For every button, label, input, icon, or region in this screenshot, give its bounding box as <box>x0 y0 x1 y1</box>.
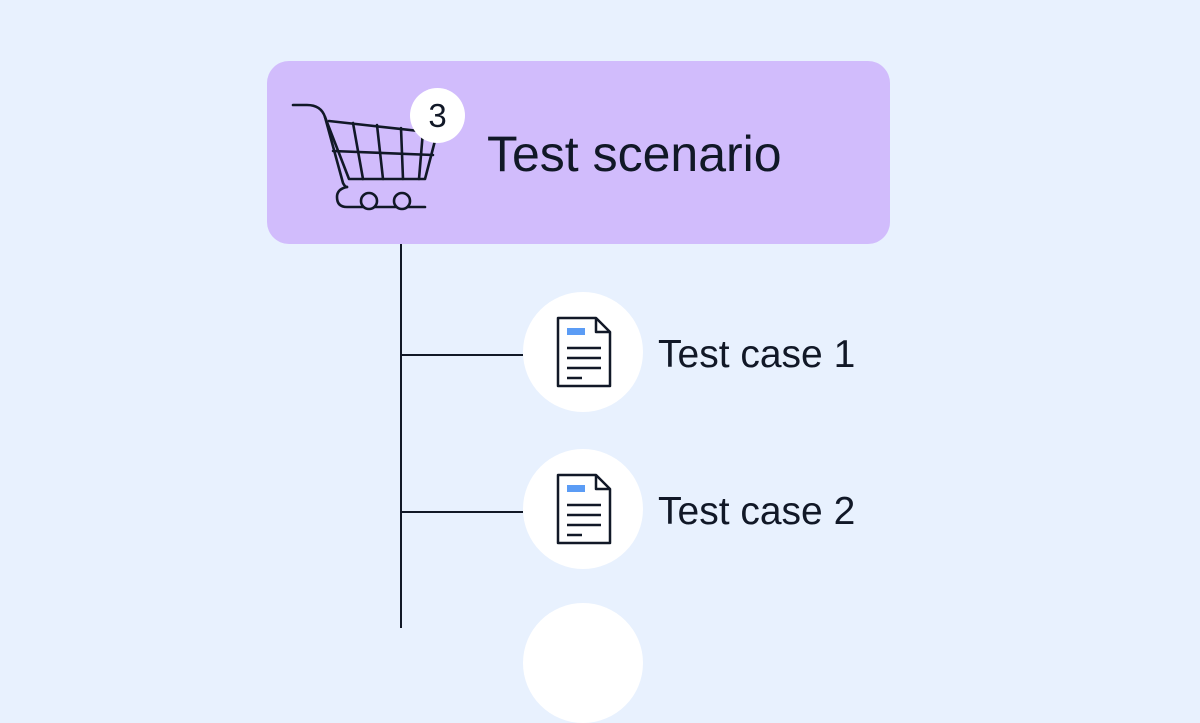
branch-line-1 <box>401 354 523 356</box>
document-icon <box>556 473 612 545</box>
cart-count-badge: 3 <box>410 88 465 143</box>
tree-trunk-line <box>400 244 402 628</box>
test-case-2-icon-circle <box>523 449 643 569</box>
test-case-3-icon-circle <box>523 603 643 723</box>
shopping-cart-icon <box>291 103 439 211</box>
test-scenario-card: 3 Test scenario <box>267 61 890 244</box>
test-case-2-label: Test case 2 <box>658 490 856 533</box>
test-case-1-label: Test case 1 <box>658 333 856 376</box>
document-icon <box>556 316 612 388</box>
scenario-title: Test scenario <box>487 126 782 182</box>
test-case-1-icon-circle <box>523 292 643 412</box>
branch-line-2 <box>401 511 523 513</box>
